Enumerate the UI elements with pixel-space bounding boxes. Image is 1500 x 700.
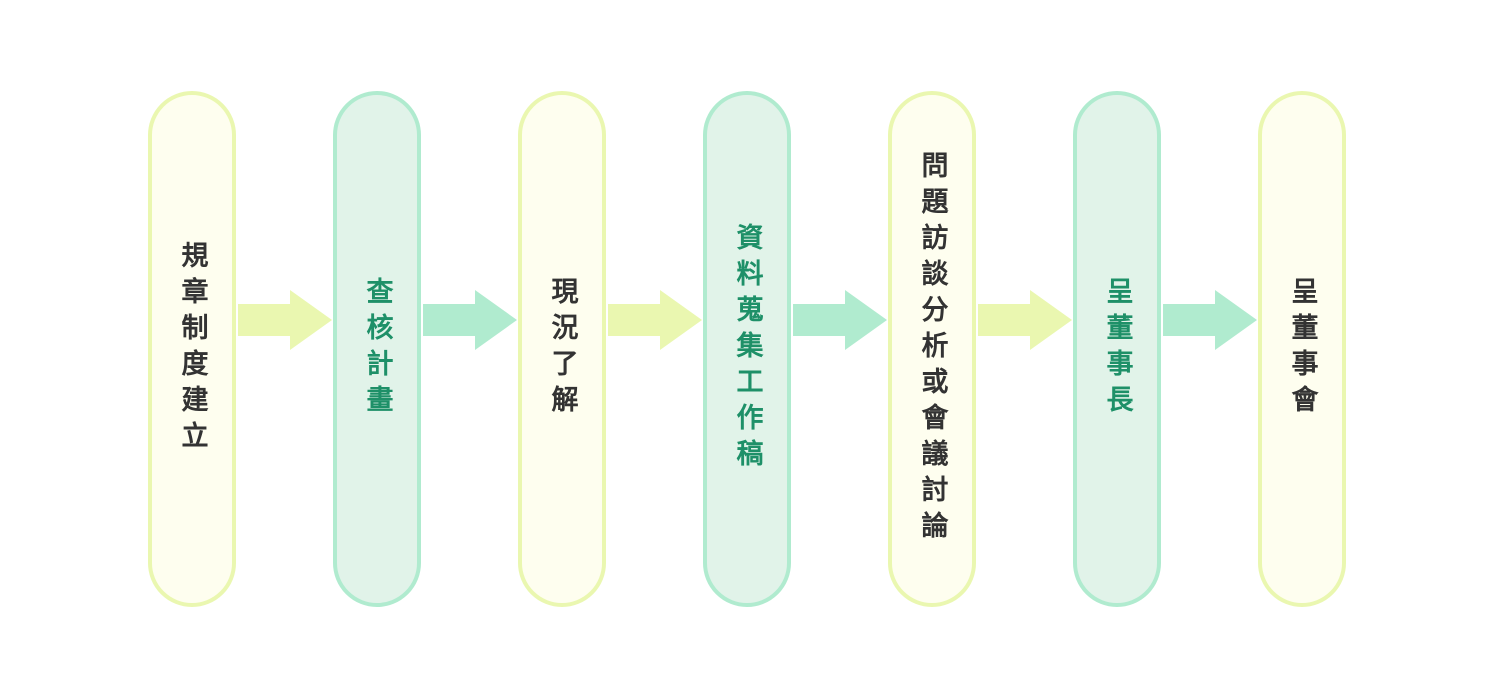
step-1-regulation-establishment: 規章制度建立	[148, 91, 236, 607]
step-label: 規章制度建立	[176, 241, 208, 457]
step-label: 呈董事會	[1286, 277, 1318, 421]
step-label: 問題訪談分析或會議討論	[916, 151, 948, 547]
step-2-audit-plan: 查核計畫	[333, 91, 421, 607]
step-label: 查核計畫	[361, 277, 393, 421]
arrow-right-icon	[978, 290, 1072, 350]
step-4-data-collection-workpaper: 資料蒐集工作稿	[703, 91, 791, 607]
arrow-right-icon	[423, 290, 517, 350]
step-label: 資料蒐集工作稿	[731, 223, 763, 475]
step-6-submit-to-chairman: 呈董事長	[1073, 91, 1161, 607]
arrow-right-icon	[793, 290, 887, 350]
arrow-right-icon	[238, 290, 332, 350]
step-label: 呈董事長	[1101, 277, 1133, 421]
step-5-interview-analysis-or-meeting: 問題訪談分析或會議討論	[888, 91, 976, 607]
step-3-status-review: 現況了解	[518, 91, 606, 607]
step-7-submit-to-board: 呈董事會	[1258, 91, 1346, 607]
step-label: 現況了解	[546, 277, 578, 421]
arrow-right-icon	[608, 290, 702, 350]
arrow-right-icon	[1163, 290, 1257, 350]
